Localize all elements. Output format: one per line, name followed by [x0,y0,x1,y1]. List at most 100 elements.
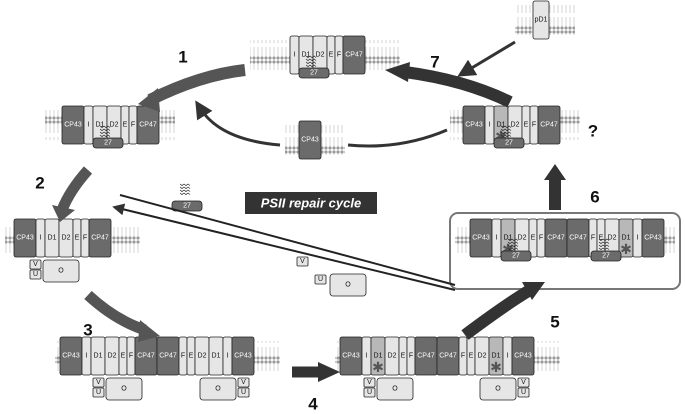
step4-left-e-label: E [401,353,406,360]
step3-right-f-label: F [181,353,185,360]
step4-left-psbu-label: U [367,389,372,396]
step4-right-d2-label: D2 [478,353,487,360]
top-complex-cp47 [342,35,366,75]
damaged-complex-i-label: I [489,122,491,129]
step5-right-i-label: I [637,235,639,242]
diagonal-line-27-path [119,194,456,286]
step4-right-psbo-label: O [495,386,501,393]
arrow-1-head [138,88,160,112]
step2-psbu-label: U [33,271,38,278]
arrow-4-head [318,362,340,382]
step5-left-cp47-label: CP47 [547,235,565,242]
step4-left-psbo [376,377,414,401]
step4-right-psbu-label: U [521,389,526,396]
pd1-precursor-label: pD1 [535,17,548,24]
step3-left-psbu [92,387,105,398]
step3-right-psbu-label: U [241,389,246,396]
step5-left-e-label: E [531,235,536,242]
step1-complex-cp47-label: CP47 [139,122,157,129]
arrow-pd1-in [457,40,516,77]
top-complex-psb27 [298,67,330,79]
free-cp43-label: CP43 [301,137,319,144]
pd1-precursor [532,0,550,40]
step-number-1: 1 [178,48,187,67]
top-complex-d2-label: D2 [316,52,325,59]
step3-left-cp47-label: CP47 [137,353,155,360]
arrow-6-head [544,164,566,180]
step4-left-f-label: F [409,353,413,360]
top-complex-27-linker [305,55,317,67]
step4-right-psbu [517,387,530,398]
step2-complex-i-label: I [40,235,42,242]
step3-right-cp43 [231,336,255,376]
step4-right-e-label: E [469,353,474,360]
step3-left-e-label: E [121,353,126,360]
transit-psbu-label: U [318,276,323,283]
transit-psb27-label: 27 [183,203,191,210]
arrow-1 [147,64,246,106]
damaged-complex-cp43-label: CP43 [465,122,483,129]
step3-left-psbv-label: V [96,379,101,386]
step1-complex-i-label: I [88,122,90,129]
step3-right-cp43-label: CP43 [234,353,252,360]
step4-right-psbv [517,377,530,388]
title-badge [245,192,377,214]
damaged-complex-f-label: F [532,122,536,129]
arrow-2 [56,166,93,213]
step2-complex-e-label: E [75,235,80,242]
step5-frame [449,212,681,290]
transit-psbo-label: O [345,282,351,289]
arrow-2-head [52,205,75,222]
step3-right-d2-label: D2 [198,353,207,360]
step5-left-f-label: F [539,235,543,242]
step2-complex-cp47-label: CP47 [91,235,109,242]
damaged-complex-d1-label: D1 [497,122,506,129]
step1-complex-27-linker [99,125,111,137]
step4-right-cp43 [511,336,535,376]
step5-left-27-linker [507,238,519,250]
step2-psbu [29,269,42,280]
step3-left-psbo [105,377,143,401]
step4-left-damage-star: ✱ [372,359,384,375]
damaged-complex-cp47-label: CP47 [540,122,558,129]
step3-right-psbo-label: O [215,386,221,393]
diagram-title: PSII repair cycle [261,196,361,211]
top-complex-psb27-label: 27 [310,70,318,77]
damaged-complex-damage-star: ✱ [495,128,507,144]
step4-right-psbv-label: V [521,379,526,386]
step5-left-cp43-label: CP43 [472,235,490,242]
step5-left-i-label: I [496,235,498,242]
step2-psbv [29,259,42,270]
transit-psb27 [171,200,203,212]
step5-right-27-linker [598,238,610,250]
step5-left-damage-star: ✱ [502,241,514,257]
arrow-cp43-to-left [195,100,281,147]
arrow-7-head [385,62,410,82]
arrow-cp43-from-right [347,128,448,148]
step-number-5: 5 [550,313,559,332]
free-cp43 [298,120,322,160]
step5-right-cp43-label: CP43 [644,235,662,242]
top-complex-d1-label: D1 [302,52,311,59]
damaged-complex-27-linker [500,125,512,137]
step3-left-cp43-label: CP43 [62,353,80,360]
step2-complex-f-label: F [83,235,87,242]
damaged-complex-psb27-label: 27 [505,140,513,147]
step3-left-i-label: I [86,353,88,360]
step3-left-d2-label: D2 [108,353,117,360]
arrow-3 [84,290,147,336]
step4-left-d1-label: D1 [374,353,383,360]
arrow-5 [461,284,534,340]
step-number-3: 3 [83,321,92,340]
step4-left-cp47-label: CP47 [417,353,435,360]
step5-right-damage-star: ✱ [620,241,632,257]
step4-right-psbo [479,377,517,401]
damaged-complex-psb27 [493,137,525,149]
step4-left-psbu [363,387,376,398]
damaged-complex-d2-label: D2 [511,122,520,129]
step5-left-d2-label: D2 [518,235,527,242]
step5-right-psb27-label: 27 [602,253,610,260]
step3-right-i-label: I [227,353,229,360]
top-complex-cp47-label: CP47 [345,52,363,59]
